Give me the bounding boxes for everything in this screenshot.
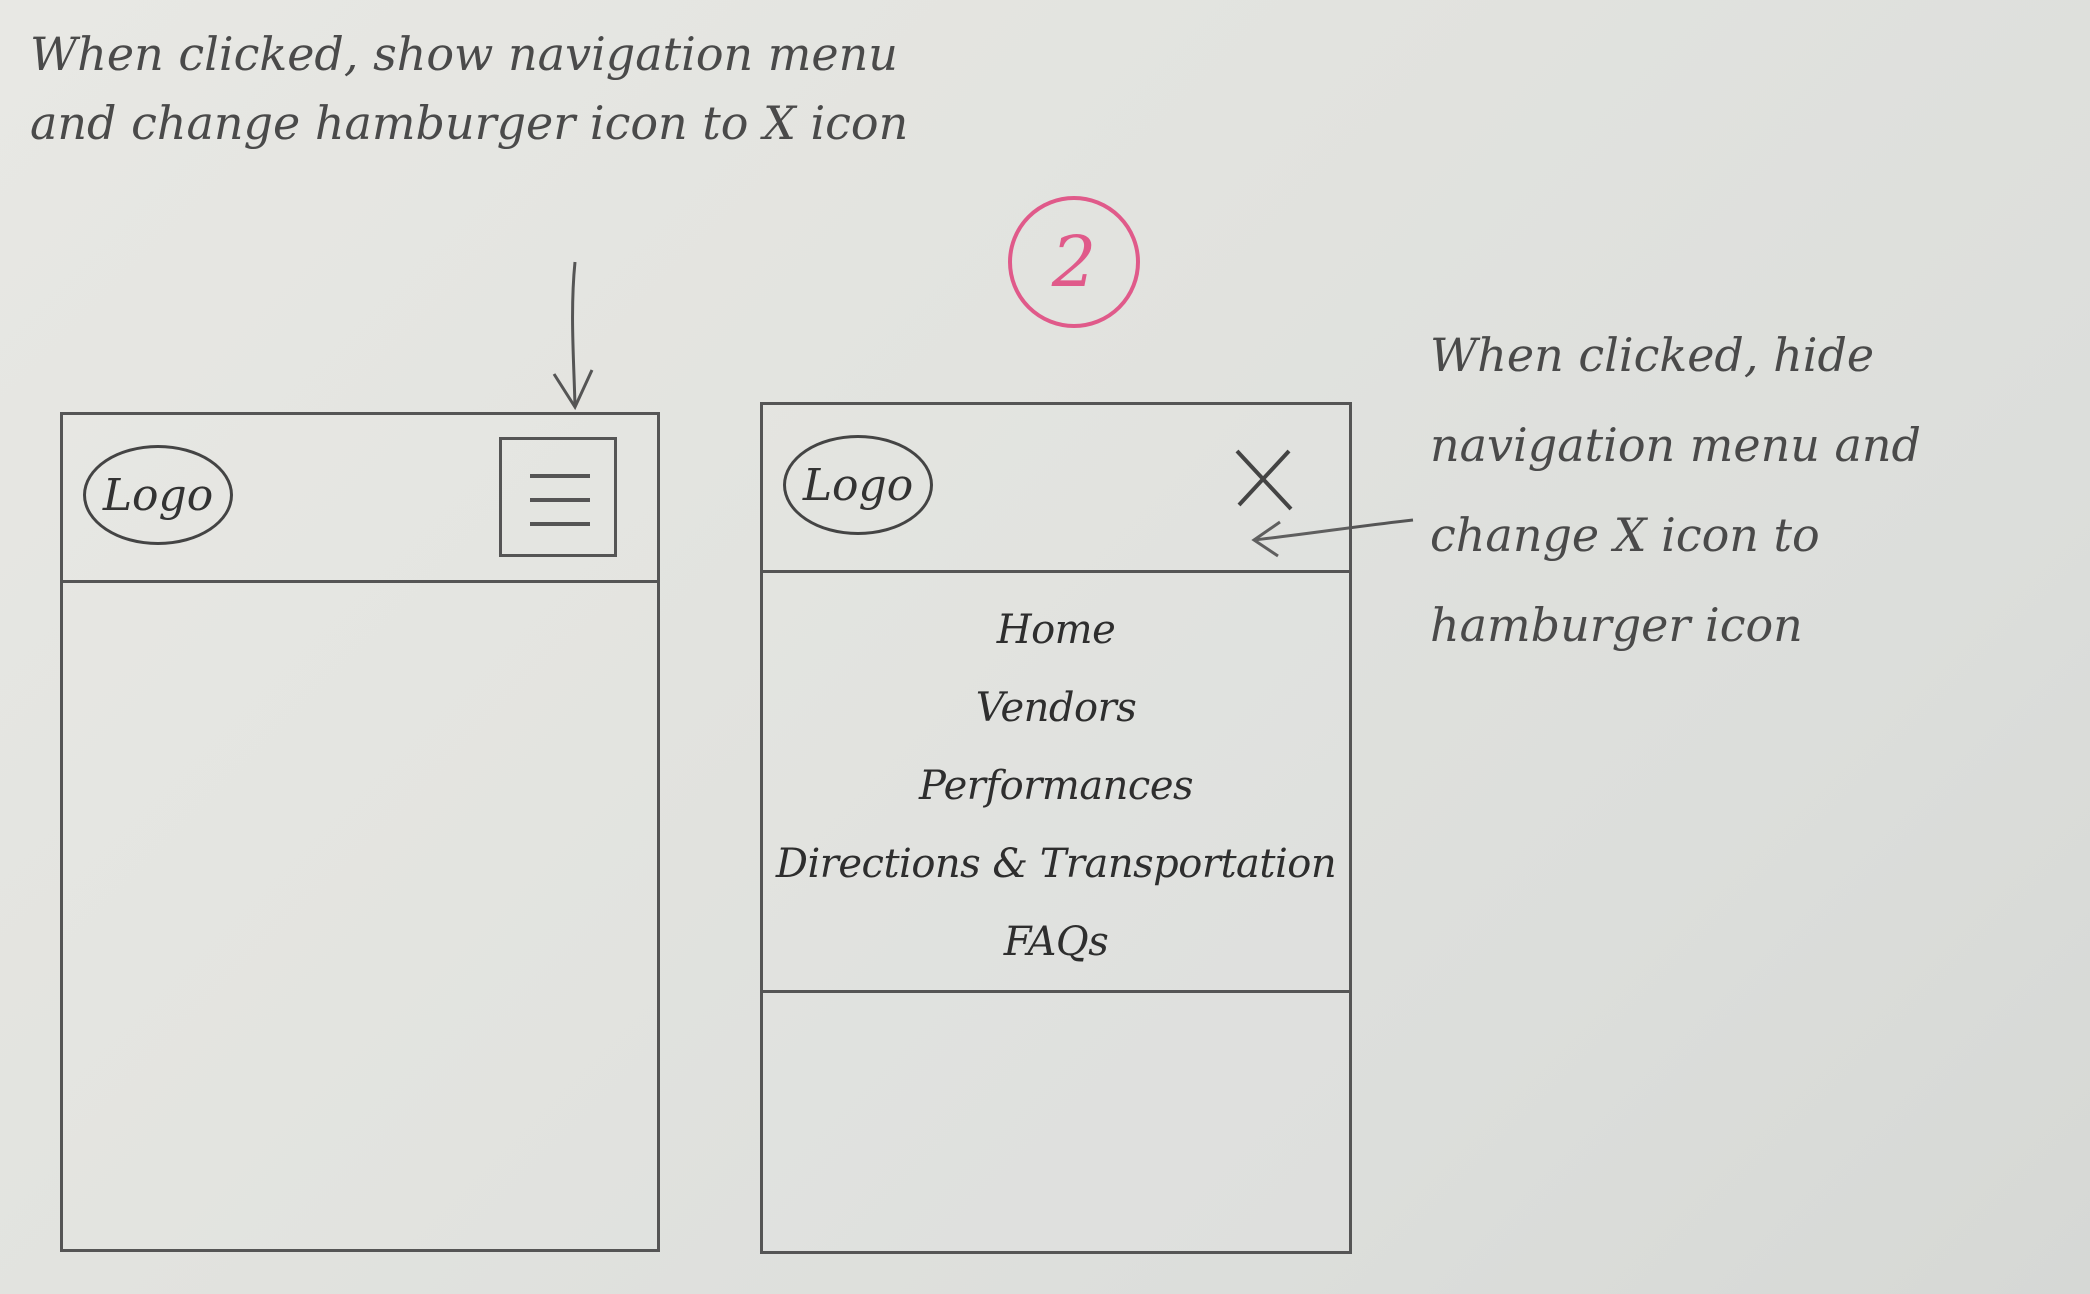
annotation-hide-menu: When clicked, hide navigation menu and c…	[1430, 328, 1921, 652]
nav-link-directions-transportation[interactable]: Directions & Transportation	[775, 841, 1337, 887]
navigation-menu: Home Vendors Performances Directions & T…	[763, 573, 1349, 993]
logo[interactable]: Logo	[783, 435, 933, 535]
hamburger-line	[530, 498, 590, 502]
logo[interactable]: Logo	[83, 445, 233, 545]
arrow-left-icon	[1251, 518, 1414, 558]
nav-link-performances[interactable]: Performances	[918, 763, 1194, 809]
step-number-badge: 2	[1008, 196, 1140, 328]
nav-link-faqs[interactable]: FAQs	[1003, 919, 1109, 965]
hamburger-line	[530, 522, 590, 526]
nav-link-vendors[interactable]: Vendors	[975, 685, 1137, 731]
nav-link-home[interactable]: Home	[996, 607, 1116, 653]
mobile-wireframe-closed: Logo	[60, 412, 660, 1252]
close-menu-button[interactable]	[1229, 445, 1299, 515]
mobile-header: Logo	[63, 415, 657, 583]
arrow-down-icon	[552, 261, 594, 411]
mobile-wireframe-open: Logo Home Vendors Performances Direction…	[760, 402, 1352, 1254]
hamburger-menu-button[interactable]	[499, 437, 617, 557]
mobile-header: Logo	[763, 405, 1349, 573]
hamburger-line	[530, 474, 590, 478]
annotation-show-menu: When clicked, show navigation menu and c…	[30, 27, 909, 150]
close-x-icon	[1235, 449, 1293, 511]
